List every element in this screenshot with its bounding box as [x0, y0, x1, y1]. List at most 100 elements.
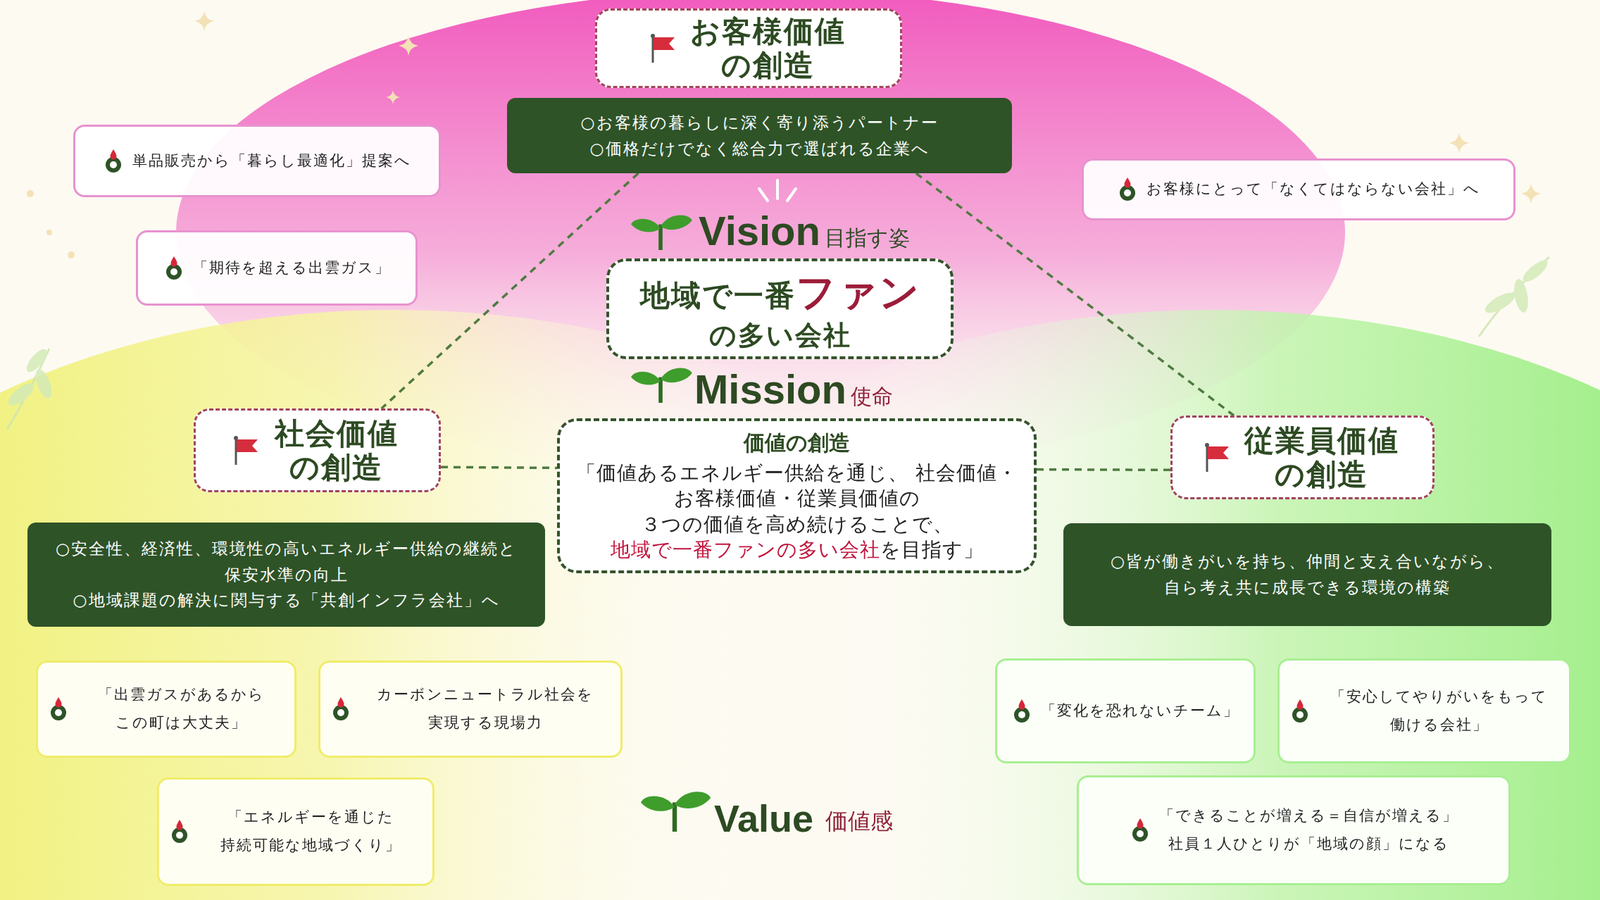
- node-text: 「期待を超える出雲ガス」: [192, 254, 391, 283]
- node-text: 「出雲ガスがあるから この町は大丈夫」: [77, 680, 285, 738]
- node-body: ○お客様の暮らしに深く寄り添うパートナー○価格だけでなく総合力で選ばれる企業へ: [580, 109, 939, 162]
- logo-flame: [1297, 699, 1304, 710]
- node-text: ○価格だけでなく総合力で選ばれる企業へ: [580, 135, 939, 162]
- leaf: [1519, 257, 1551, 286]
- node-text: 「安心してやりがいをもって 働ける会社」: [1319, 683, 1560, 740]
- node-body: ○安全性、経済性、環境性の高いエネルギー供給の継続と 保安水準の向上○地域課題の…: [38, 535, 534, 614]
- logo-flame: [1136, 818, 1143, 829]
- flag-icon: [231, 435, 260, 467]
- node-text: ○地域課題の解決に関与する「共創インフラ会社」へ: [38, 587, 534, 614]
- value-item-box: 「変化を恐れないチーム」: [995, 658, 1256, 764]
- node-text: ○安全性、経済性、環境性の高いエネルギー供給の継続と 保安水準の向上: [38, 535, 534, 589]
- value-item-box: 「期待を超える出雲ガス」: [135, 230, 418, 306]
- node-text: 価値の創造: [573, 428, 1020, 458]
- node-body: 「できることが増える＝自信が増える」社員１人ひとりが「地域の顔」になる: [1159, 802, 1459, 859]
- flag-cloth: [653, 37, 675, 50]
- gas-logo-icon: [1129, 817, 1151, 843]
- leaf: [23, 346, 50, 376]
- dot: [26, 190, 34, 198]
- node-text: 「できることが増える＝自信が増える」: [1159, 802, 1459, 831]
- heading-text: 使命: [850, 383, 893, 409]
- value-title-box: 社会価値 の創造: [193, 408, 441, 493]
- node-body: 「安心してやりがいをもって 働ける会社」: [1319, 683, 1560, 740]
- logo-core: [337, 709, 345, 717]
- sparkle: [398, 35, 419, 56]
- leaf: [1511, 278, 1531, 314]
- node-text: ○皆が働きがいを持ち、仲間と支え合いながら、 自ら考え共に成長できる環境の構築: [1074, 548, 1541, 601]
- node-text: お客様価値 の創造: [686, 14, 849, 81]
- section-label: 価値感: [825, 809, 893, 833]
- sprout-icon: [630, 367, 693, 403]
- sparkle: [385, 90, 400, 105]
- node-text: 「エネルギーを通じた 持続可能な地域づくり」: [198, 803, 423, 860]
- sparkle: [194, 11, 215, 31]
- sprout-leaf: [660, 367, 693, 383]
- node-heading: Vision目指す姿: [698, 210, 910, 252]
- shine-line: [787, 188, 796, 201]
- flag-cloth: [236, 439, 258, 453]
- node-body: 「期待を超える出雲ガス」: [192, 254, 391, 283]
- logo-flame: [338, 697, 345, 708]
- sparkle: [1521, 183, 1541, 204]
- logo-core: [1018, 711, 1026, 719]
- gas-logo-icon: [163, 255, 185, 281]
- value-item-box: 「出雲ガスがあるから この町は大丈夫」: [35, 660, 297, 758]
- gas-logo-icon: [102, 148, 124, 174]
- node-text: お客様にとって「なくてはならない会社」へ: [1146, 175, 1481, 204]
- leaf: [1482, 288, 1519, 317]
- node-text: 「変化を恐れないチーム」: [1040, 697, 1240, 726]
- dot: [67, 251, 75, 259]
- shine-line: [776, 180, 779, 199]
- sprout-icon: [640, 791, 711, 832]
- section-label: Value: [714, 799, 814, 838]
- node-body: お客様価値 の創造: [686, 14, 849, 81]
- node-body: お客様にとって「なくてはならない会社」へ: [1146, 175, 1481, 204]
- node-body: 単品販売から「暮らし最適化」提案へ: [132, 147, 412, 176]
- node-body: ○皆が働きがいを持ち、仲間と支え合いながら、 自ら考え共に成長できる環境の構築: [1074, 548, 1541, 601]
- node-text: 「価値あるエネルギー供給を通じ、 社会価値・お客様価値・従業員価値の ３つの価値…: [573, 460, 1020, 538]
- leaf: [4, 379, 37, 410]
- sprout-leaf: [640, 795, 675, 811]
- green-zone: [563, 309, 1600, 900]
- value-detail-box: ○安全性、経済性、環境性の高いエネルギー供給の継続と 保安水準の向上○地域課題の…: [27, 522, 546, 627]
- logo-core: [1136, 830, 1144, 838]
- heading-text: Vision: [698, 207, 821, 254]
- value-item-box: 「エネルギーを通じた 持続可能な地域づくり」: [157, 777, 435, 886]
- logo-core: [176, 831, 184, 839]
- gas-logo-icon: [169, 819, 191, 845]
- dot: [46, 229, 53, 236]
- value-title-box: 従業員価値 の創造: [1170, 415, 1435, 500]
- value-detail-box: ○皆が働きがいを持ち、仲間と支え合いながら、 自ら考え共に成長できる環境の構築: [1063, 523, 1552, 627]
- node-body: 「エネルギーを通じた 持続可能な地域づくり」: [198, 803, 423, 860]
- logo-flame: [170, 256, 177, 267]
- sparkles: [26, 11, 1541, 259]
- node-text: 社会価値 の創造: [269, 416, 404, 484]
- sparkle: [1449, 133, 1470, 153]
- node-text: 従業員価値 の創造: [1240, 423, 1403, 491]
- vision-box: Vision目指す姿地域で一番ファンの多い会社: [606, 258, 954, 360]
- node-body: 「出雲ガスがあるから この町は大丈夫」: [77, 680, 285, 738]
- node-text: ○お客様の暮らしに深く寄り添うパートナー: [580, 109, 939, 136]
- node-text: を目指す」: [880, 538, 984, 562]
- logo-flame: [1124, 177, 1131, 189]
- node-body: カーボンニュートラル社会を 実現する現場力: [359, 680, 611, 738]
- node-body: 価値の創造「価値あるエネルギー供給を通じ、 社会価値・お客様価値・従業員価値の …: [573, 428, 1020, 564]
- node-text: カーボンニュートラル社会を 実現する現場力: [359, 680, 611, 738]
- heading-text: 目指す姿: [824, 225, 910, 250]
- gas-logo-icon: [1289, 698, 1311, 724]
- gas-logo-icon: [1116, 176, 1139, 203]
- sprout-leaf: [630, 371, 661, 386]
- flag-icon: [1202, 442, 1231, 474]
- leaf: [32, 366, 55, 401]
- dashed-connector: [1036, 468, 1171, 472]
- logo-core: [109, 161, 117, 169]
- node-text: の多い会社: [640, 319, 921, 353]
- node-text: 社員１人ひとりが「地域の顔」になる: [1159, 830, 1459, 859]
- node-body: 地域で一番ファンの多い会社: [640, 266, 921, 353]
- node-body: 社会価値 の創造: [269, 416, 404, 484]
- node-body: 「変化を恐れないチーム」: [1040, 697, 1240, 726]
- node-text: 地域で一番: [640, 278, 796, 313]
- logo-flame: [1019, 699, 1026, 710]
- logo-core: [1123, 189, 1131, 197]
- shine-marks: [759, 180, 796, 201]
